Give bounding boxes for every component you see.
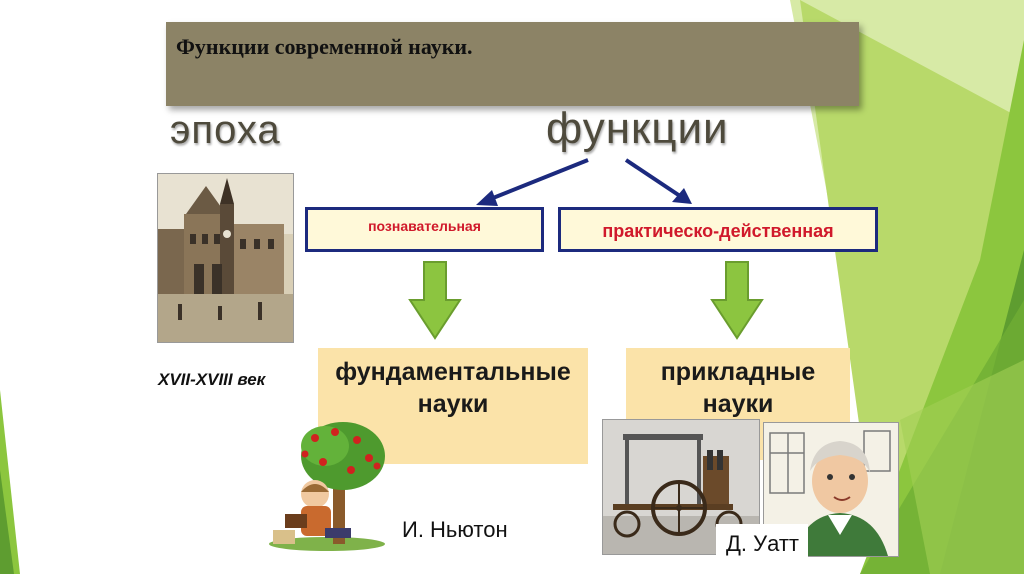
fundamental-sciences-line1: фундаментальные [335,358,571,386]
title-bar [166,22,859,106]
slide-title: Функции современной науки. [176,34,473,59]
fundamental-sciences-box: фундаментальные науки [318,348,588,464]
arrow-right-line [624,158,682,198]
green-down-arrow-left [408,261,462,340]
century-label: XVII-XVIII век [158,370,266,389]
arrow-left-head [476,190,498,206]
applied-sciences-line2: науки [702,390,774,418]
left-green-shard-dark [0,470,14,574]
old-town-image [157,173,294,343]
function-box-cognitive-label: познавательная [368,218,481,234]
arrow-left-line [487,158,589,202]
green-down-arrow-right [710,261,764,340]
green-triangle-accent-2 [900,360,1024,574]
watt-name-label: Д. Уатт [716,524,808,564]
function-box-practical: практическо-действенная [558,207,878,252]
function-box-practical-label: практическо-действенная [602,221,834,241]
newton-name-label: И. Ньютон [392,508,530,552]
arrow-right-head [672,188,692,204]
era-heading: эпоха [170,108,281,152]
fundamental-sciences-line2: науки [417,390,489,418]
function-box-cognitive: познавательная [305,207,544,252]
watt-portrait-image [763,422,899,557]
functions-heading: функции [546,104,729,153]
newton-cartoon-image [265,418,390,552]
applied-sciences-line1: прикладные [660,358,816,386]
